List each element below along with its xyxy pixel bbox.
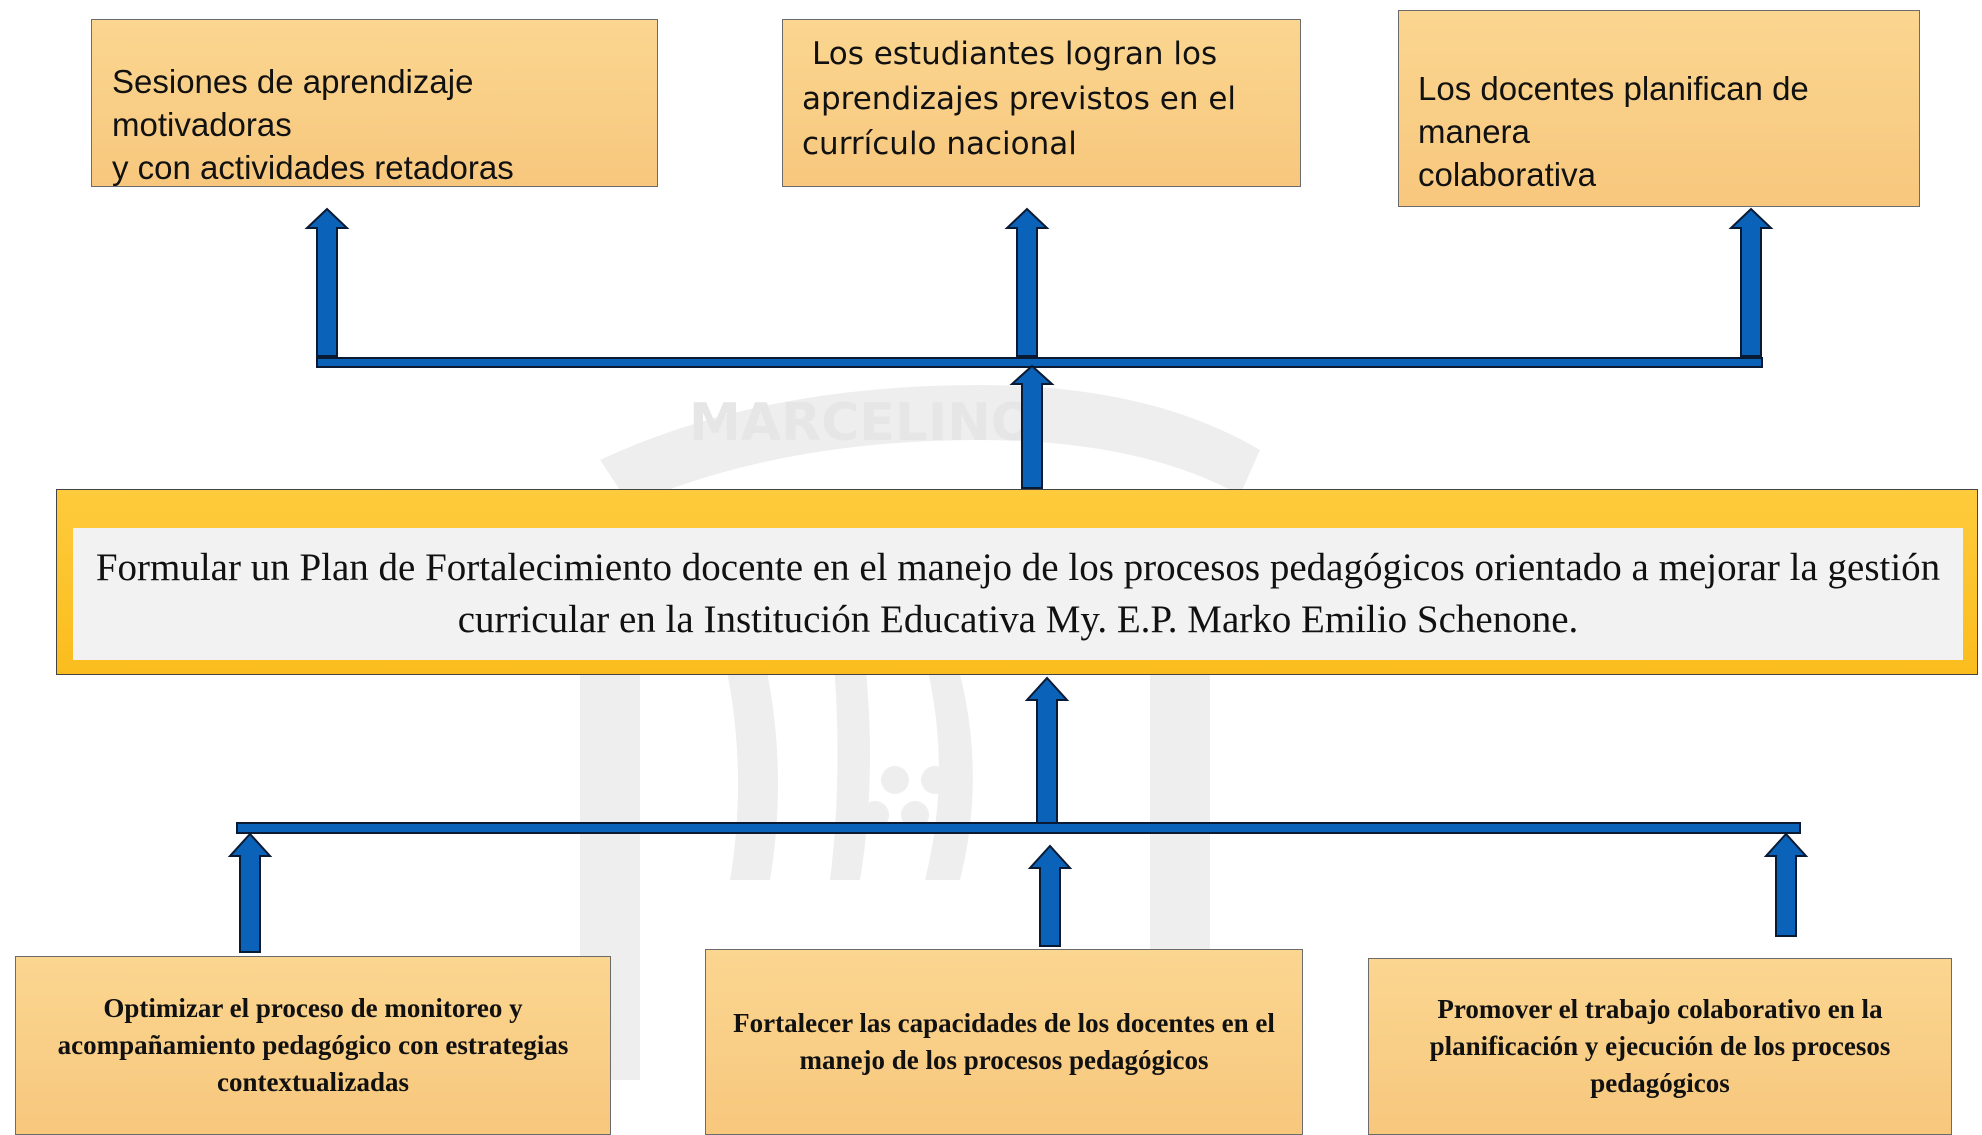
strategy-box-colaborativo: Promover el trabajo colaborativo en la p… xyxy=(1368,958,1952,1135)
strategy-box-text: Fortalecer las capacidades de los docent… xyxy=(733,1008,1275,1075)
arrow-from-bottom-box-2 xyxy=(1027,844,1073,947)
arrow-central-to-top-bar xyxy=(1009,364,1055,489)
strategy-box-text: Optimizar el proceso de monitoreo y acom… xyxy=(57,993,569,1097)
outcome-box-line: aprendizajes previstos en el xyxy=(802,81,1237,117)
central-objective-panel: Formular un Plan de Fortalecimiento doce… xyxy=(73,528,1963,660)
outcome-box-line: colaborativa xyxy=(1418,156,1596,193)
arrow-to-top-box-1 xyxy=(304,207,350,357)
arrow-to-top-box-3 xyxy=(1728,207,1774,357)
arrow-from-bottom-box-3 xyxy=(1763,832,1809,937)
central-objective-text: Formular un Plan de Fortalecimiento doce… xyxy=(95,546,1941,641)
strategy-box-monitoreo: Optimizar el proceso de monitoreo y acom… xyxy=(15,956,611,1135)
bottom-connector-bar xyxy=(236,822,1801,834)
outcome-box-line: Los docentes planifican de manera xyxy=(1418,70,1809,150)
outcome-box-docentes: Los docentes planifican de manera colabo… xyxy=(1398,10,1920,207)
outcome-box-line: Los estudiantes logran los xyxy=(812,36,1218,72)
outcome-box-line: currículo nacional xyxy=(802,126,1077,162)
strategy-box-text: Promover el trabajo colaborativo en la p… xyxy=(1429,994,1891,1098)
outcome-box-line: y con actividades retadoras xyxy=(112,149,514,186)
outcome-box-sesiones: Sesiones de aprendizaje motivadoras y co… xyxy=(91,19,658,187)
watermark-arc-text: MARCELINO xyxy=(689,393,1035,453)
arrow-to-top-box-2 xyxy=(1004,207,1050,357)
top-connector-bar xyxy=(316,357,1763,368)
arrow-bottom-bar-to-central xyxy=(1024,676,1070,824)
arrow-from-bottom-box-1 xyxy=(227,832,273,953)
strategy-box-capacidades: Fortalecer las capacidades de los docent… xyxy=(705,949,1303,1135)
outcome-box-estudiantes: Los estudiantes logran los aprendizajes … xyxy=(782,19,1301,187)
outcome-box-line: Sesiones de aprendizaje motivadoras xyxy=(112,63,474,143)
